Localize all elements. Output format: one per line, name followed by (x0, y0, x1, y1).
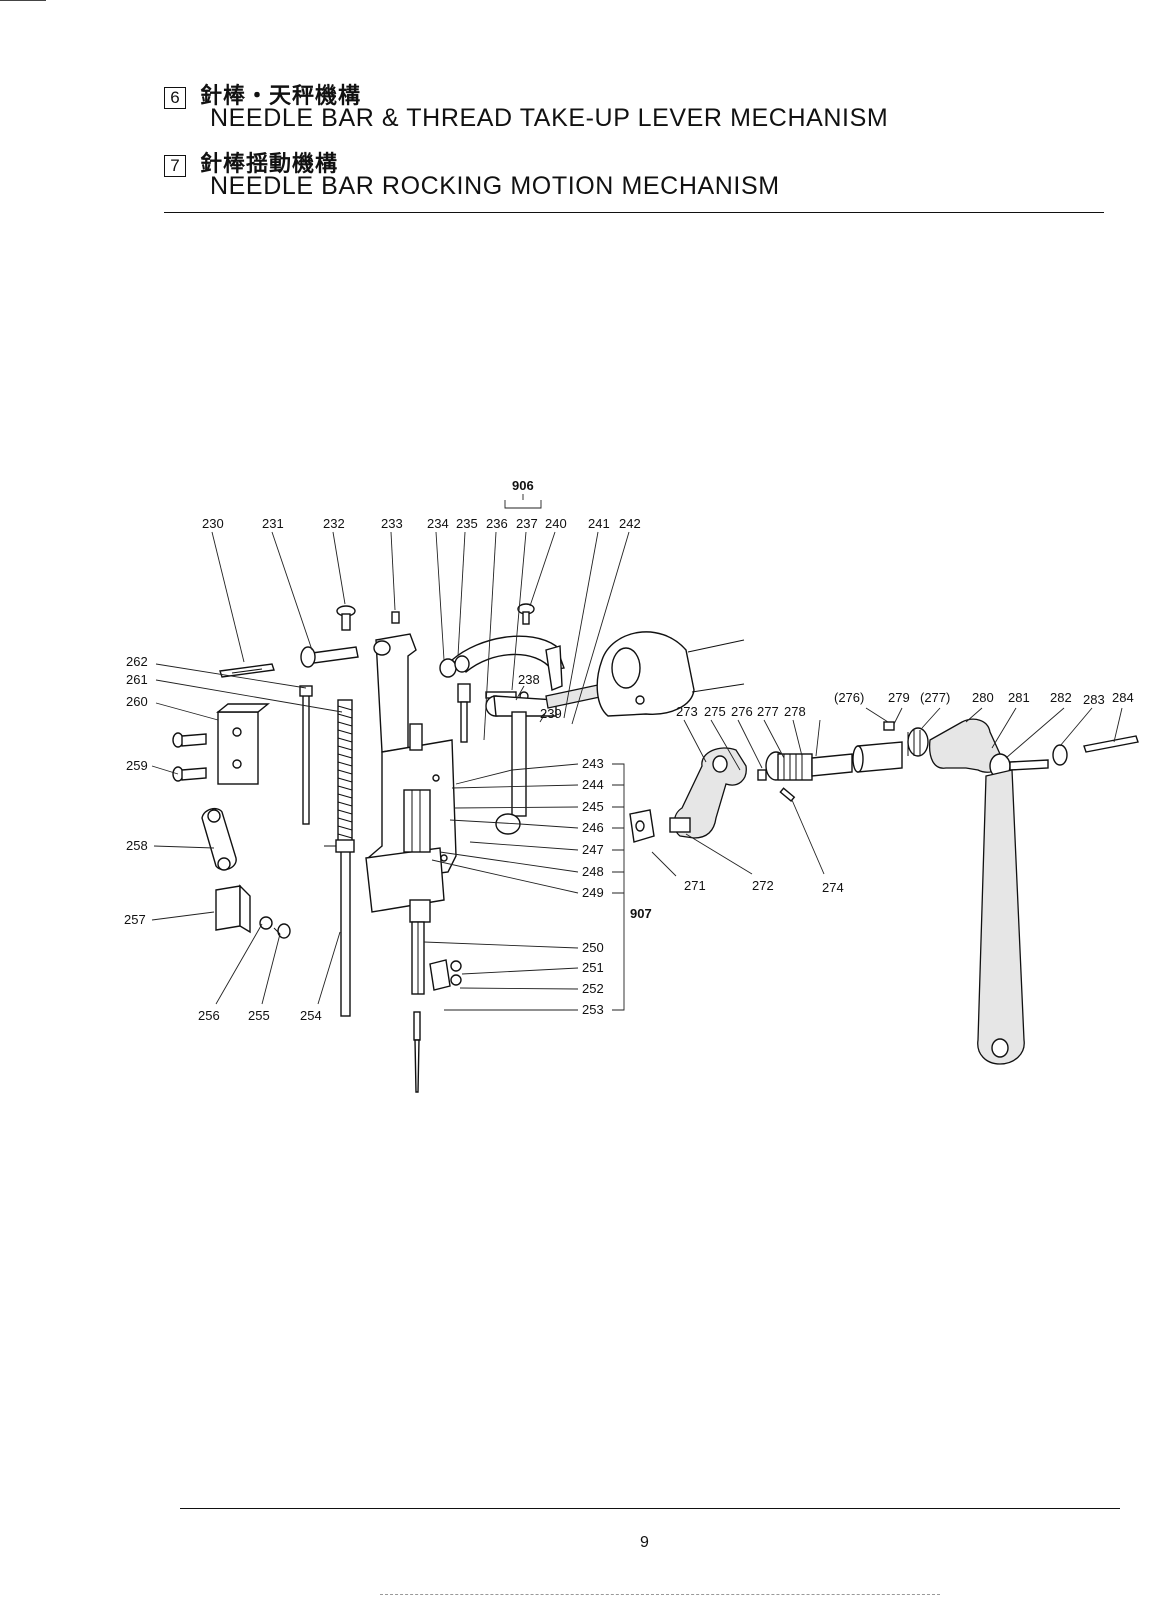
label-246: 246 (582, 820, 604, 835)
shaft-279-282 (852, 718, 1139, 779)
label-279: 279 (888, 690, 910, 705)
label-243: 243 (582, 756, 604, 771)
needle (413, 1011, 421, 1093)
label-276-paren: (276) (834, 690, 864, 705)
pin-274 (779, 787, 796, 803)
label-231: 231 (262, 516, 284, 531)
screw-255 (273, 923, 291, 939)
label-255: 255 (248, 1008, 270, 1023)
label-253: 253 (582, 1002, 604, 1017)
label-235: 235 (456, 516, 478, 531)
shaft-275-278 (757, 751, 853, 781)
take-up-lever (439, 635, 565, 743)
label-230: 230 (202, 516, 224, 531)
label-241: 241 (588, 516, 610, 531)
label-260: 260 (126, 694, 148, 709)
label-254: 254 (300, 1008, 322, 1023)
label-278: 278 (784, 704, 806, 719)
label-247: 247 (582, 842, 604, 857)
label-284: 284 (1112, 690, 1134, 705)
label-232: 232 (323, 516, 345, 531)
footer-rule (180, 1508, 1120, 1509)
housing-242 (596, 631, 745, 717)
label-234: 234 (427, 516, 449, 531)
label-907: 907 (630, 906, 652, 921)
parts-drawing (172, 603, 1139, 1093)
label-281: 281 (1008, 690, 1030, 705)
label-277: 277 (757, 704, 779, 719)
plate-257 (215, 884, 251, 934)
needle-bar-254 (324, 839, 355, 1017)
label-256: 256 (198, 1008, 220, 1023)
section-7-english-title: NEEDLE BAR ROCKING MOTION MECHANISM (210, 172, 780, 200)
label-271: 271 (684, 878, 706, 893)
label-248: 248 (582, 864, 604, 879)
label-252: 252 (582, 981, 604, 996)
label-276: 276 (731, 704, 753, 719)
label-233: 233 (381, 516, 403, 531)
label-240: 240 (545, 516, 567, 531)
screw-240 (517, 603, 535, 625)
page-number: 9 (640, 1534, 649, 1551)
section-7-number: 7 (164, 155, 186, 177)
needle-bar-frame (365, 633, 457, 995)
label-280: 280 (972, 690, 994, 705)
label-257: 257 (124, 912, 146, 927)
set-screw-233 (391, 611, 400, 624)
label-259: 259 (126, 758, 148, 773)
pin-230 (219, 663, 275, 678)
label-272: 272 (752, 878, 774, 893)
label-249: 249 (582, 885, 604, 900)
block-271 (629, 809, 655, 843)
corner-mark (0, 0, 46, 1)
crank-243-247 (485, 695, 557, 835)
section-7-japanese-title: 針棒揺動機構 (200, 152, 339, 177)
header-rule (164, 212, 1104, 213)
section-6-japanese-title: 針棒・天秤機構 (200, 84, 362, 109)
label-236: 236 (486, 516, 508, 531)
label-238: 238 (518, 672, 540, 687)
label-277-paren: (277) (920, 690, 950, 705)
label-273: 273 (676, 704, 698, 719)
label-274: 274 (822, 880, 844, 895)
label-239: 239 (540, 706, 562, 721)
label-258: 258 (126, 838, 148, 853)
label-275: 275 (704, 704, 726, 719)
section-6-number: 6 (164, 87, 186, 109)
label-237: 237 (516, 516, 538, 531)
label-906: 906 (512, 478, 534, 493)
label-282: 282 (1050, 690, 1072, 705)
clamp-251-253 (429, 959, 462, 991)
spring-261 (337, 699, 353, 849)
washer-256 (259, 916, 273, 930)
leader-lines (151, 494, 1123, 1011)
label-245: 245 (582, 799, 604, 814)
crank-272-273 (669, 747, 747, 839)
section-6-title: 6 針棒・天秤機構 (164, 78, 361, 110)
label-262: 262 (126, 654, 148, 669)
label-283: 283 (1083, 692, 1105, 707)
bottom-dashed-rule (380, 1594, 940, 1595)
screw-232 (336, 605, 356, 631)
section-7-title: 7 針棒揺動機構 (164, 146, 338, 178)
section-6-english-title: NEEDLE BAR & THREAD TAKE-UP LEVER MECHAN… (210, 104, 889, 132)
part-labels: 906 230 231 232 233 234 235 236 237 240 … (124, 478, 1134, 1023)
label-250: 250 (582, 940, 604, 955)
block-260 (216, 703, 270, 785)
screw-231 (300, 646, 359, 668)
label-261: 261 (126, 672, 148, 687)
label-242: 242 (619, 516, 641, 531)
rocking-link (977, 769, 1025, 1065)
shaft-262 (299, 685, 313, 825)
label-244: 244 (582, 777, 604, 792)
bracket-258 (201, 807, 237, 871)
label-251: 251 (582, 960, 604, 975)
